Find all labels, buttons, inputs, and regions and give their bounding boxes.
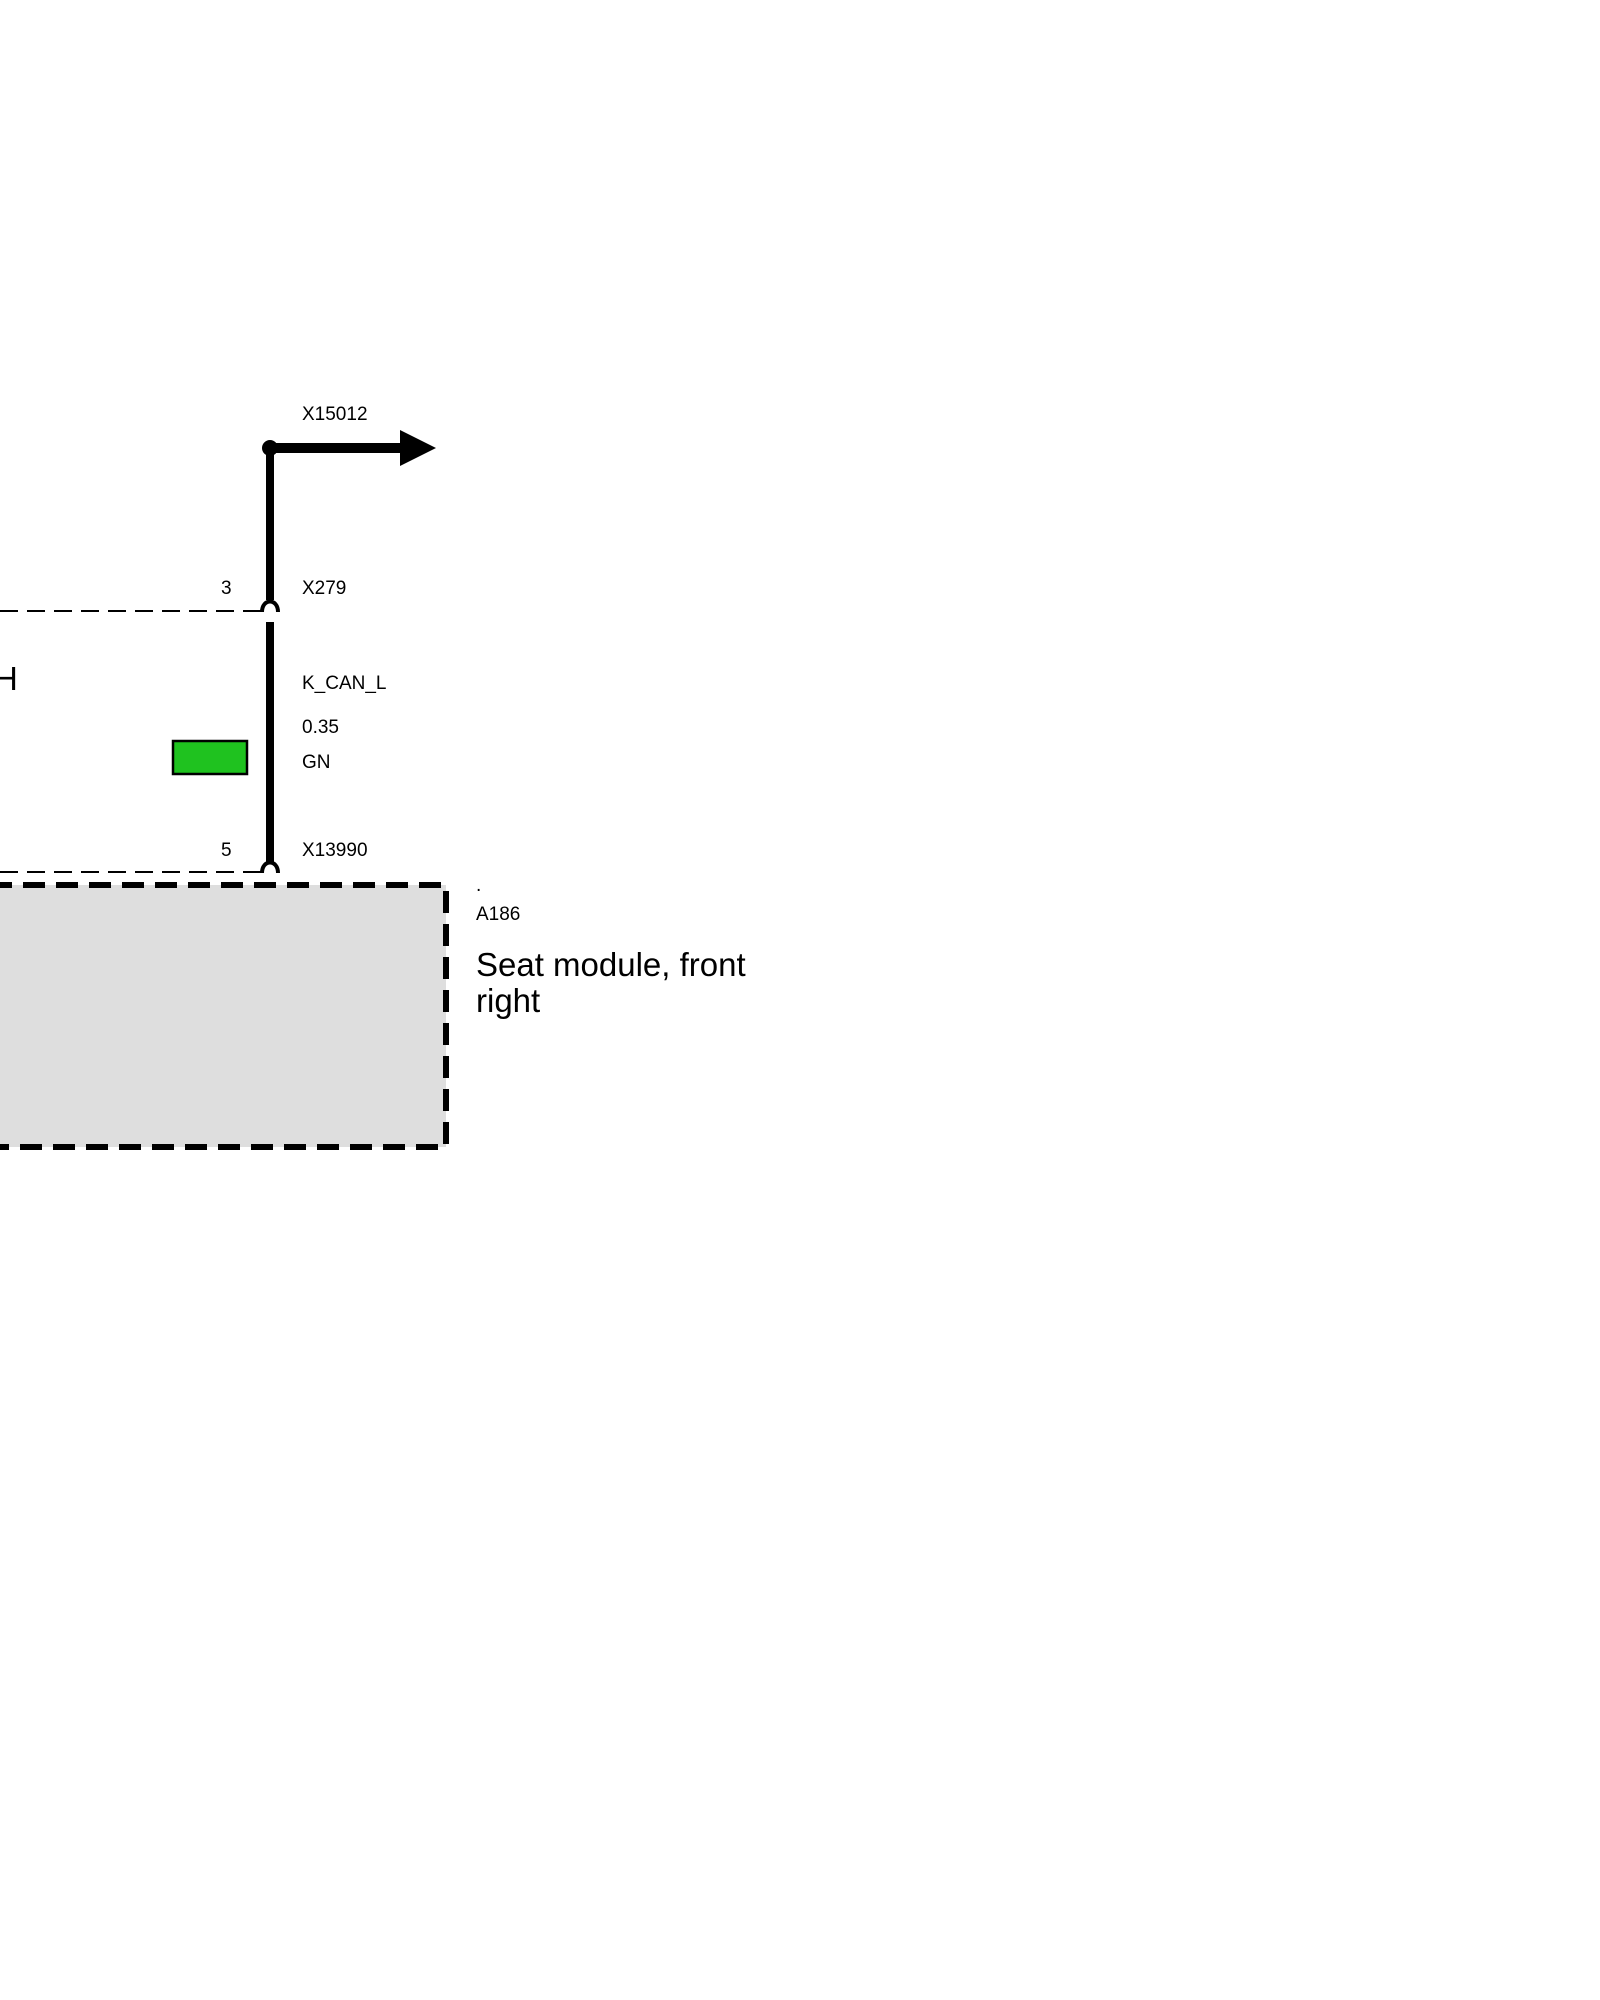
connector-label-lower[interactable]: X13990 bbox=[302, 840, 368, 861]
pin-label-upper: 3 bbox=[221, 578, 232, 599]
pin-label-lower: 5 bbox=[221, 840, 232, 861]
wire-color-label: GN bbox=[302, 752, 331, 773]
connector-x279-pin-arc bbox=[260, 599, 280, 613]
module-id-label[interactable]: A186 bbox=[476, 904, 520, 925]
wire-color-swatch bbox=[171, 739, 249, 776]
module-dot: . bbox=[476, 875, 481, 896]
seat-module-box[interactable] bbox=[0, 882, 449, 1150]
wire-signal-label: K_CAN_L bbox=[302, 673, 387, 694]
connector-x13990-pin-arc bbox=[260, 860, 280, 874]
module-name-line1: Seat module, front bbox=[476, 946, 746, 983]
neighbor-signal-fragment: H bbox=[0, 660, 18, 697]
wire-cross-section-label: 0.35 bbox=[302, 717, 339, 738]
connector-label-upper[interactable]: X279 bbox=[302, 578, 346, 599]
module-name-line2: right bbox=[476, 982, 540, 1019]
connector-label-top[interactable]: X15012 bbox=[302, 404, 368, 425]
continuation-arrow-icon[interactable] bbox=[400, 430, 436, 466]
